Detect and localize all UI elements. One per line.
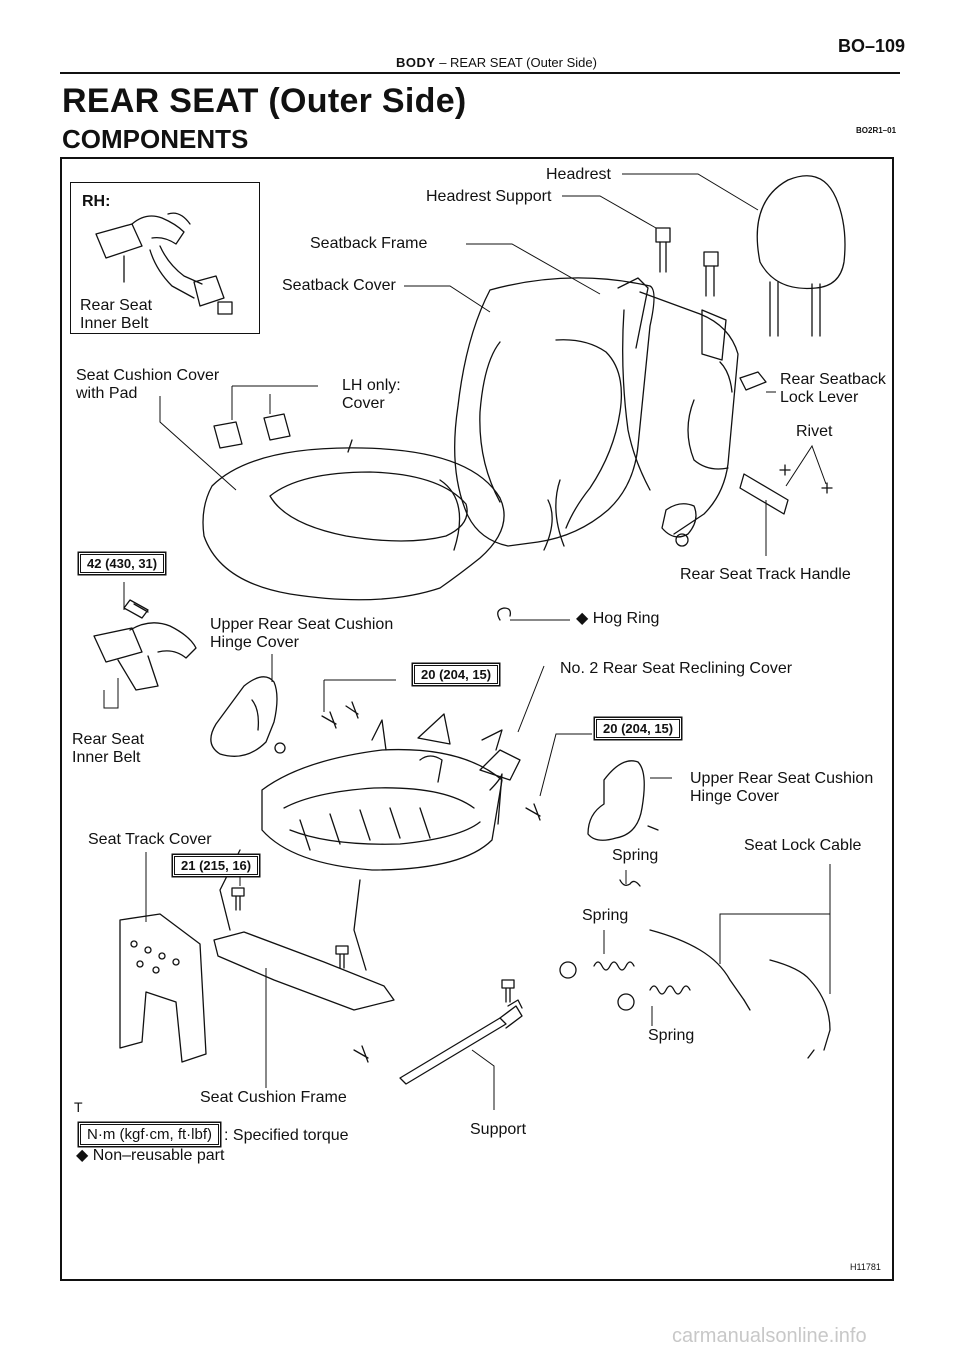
bolts-drawing (133, 603, 659, 1063)
label-rear-seat-inner-belt-1: Rear Seat (72, 731, 145, 748)
page-number: BO–109 (838, 36, 906, 56)
torque-spec-hinge-bolt-right: 20 (204, 15) (596, 719, 681, 738)
label-seat-cushion-cover-2: with Pad (76, 385, 138, 402)
label-rear-seat-track-handle: Rear Seat Track Handle (680, 566, 851, 583)
label-spring-2: Spring (582, 907, 629, 924)
label-upper-hinge-left-2: Hinge Cover (210, 634, 299, 651)
label-headrest: Headrest (546, 166, 611, 183)
seat-lock-cable-drawing (649, 929, 831, 1059)
page-subtitle: COMPONENTS (62, 124, 249, 154)
corner-letter: T (74, 1099, 83, 1115)
label-seat-track-cover: Seat Track Cover (88, 831, 212, 848)
label-upper-hinge-right-1: Upper Rear Seat Cushion (690, 770, 874, 787)
page-title: REAR SEAT (Outer Side) (62, 82, 467, 120)
support-drawing (399, 999, 523, 1085)
label-rear-seatback-lock-1: Rear Seatback (780, 371, 886, 388)
lower-belt-drawing (93, 599, 197, 691)
label-seatback-frame: Seatback Frame (310, 235, 428, 252)
diagram-frame (60, 157, 894, 1281)
inset-heading: RH: (82, 193, 111, 210)
label-lh-only-1: LH only: (342, 377, 401, 394)
label-upper-hinge-right-2: Hinge Cover (690, 788, 779, 805)
seatback-frame-drawing (617, 277, 739, 547)
label-spring-1: Spring (612, 847, 659, 864)
torque-spec-hinge-bolt-left: 20 (204, 15) (414, 665, 499, 684)
label-lh-only-2: Cover (342, 395, 385, 412)
legend-torque-text: : Specified torque (224, 1127, 349, 1144)
seat-cushion-frame-drawing (213, 719, 503, 1011)
headrest-drawing (756, 175, 846, 337)
subsection-name: REAR SEAT (Outer Side) (450, 55, 597, 70)
label-seatback-cover: Seatback Cover (282, 277, 396, 294)
watermark: carmanualsonline.info (672, 1325, 867, 1347)
section-separator: – (439, 55, 447, 70)
label-seat-cushion-frame: Seat Cushion Frame (200, 1089, 347, 1106)
seatback-cover-drawing (454, 277, 655, 551)
legend-non-reusable: ◆ Non–reusable part (76, 1147, 225, 1164)
label-rear-seatback-lock-2: Lock Lever (780, 389, 859, 406)
label-seat-cushion-cover-1: Seat Cushion Cover (76, 367, 220, 384)
label-seat-lock-cable: Seat Lock Cable (744, 837, 862, 854)
label-support: Support (470, 1121, 527, 1138)
torque-spec-belt-bolt: 42 (430, 31) (80, 554, 165, 573)
springs-drawing (559, 879, 691, 1011)
section-name: BODY (396, 55, 436, 70)
lh-cover-drawing (213, 413, 291, 449)
label-upper-hinge-left-1: Upper Rear Seat Cushion (210, 616, 394, 633)
inset-label-line2: Inner Belt (80, 315, 149, 332)
document-code: BO2R1–01 (856, 126, 897, 135)
torque-spec-track-bolt: 21 (215, 16) (174, 856, 259, 875)
headrest-support-drawing (655, 227, 719, 297)
rh-inset-box (70, 182, 260, 334)
label-spring-3: Spring (648, 1027, 695, 1044)
upper-hinge-cover-right-drawing (587, 760, 645, 841)
label-no2-reclining-cover: No. 2 Rear Seat Reclining Cover (560, 660, 793, 677)
seat-cushion-cover-drawing (202, 439, 505, 601)
legend-torque-unit: N·m (kgf·cm, ft·lbf) (80, 1124, 219, 1145)
leader-lines (103, 173, 831, 1110)
label-rivet: Rivet (796, 423, 833, 440)
upper-hinge-cover-left-drawing (210, 676, 286, 757)
reclining-cover-drawing (417, 713, 521, 781)
section-header: BODY – REAR SEAT (Outer Side) (396, 55, 597, 70)
label-headrest-support: Headrest Support (426, 188, 552, 205)
label-hog-ring: ◆ Hog Ring (576, 610, 660, 627)
inset-belt-drawing (95, 212, 233, 315)
figure-code: H11781 (850, 1262, 881, 1272)
header-rule (60, 72, 900, 74)
seat-track-cover-drawing (119, 913, 207, 1063)
lock-lever-drawing (739, 371, 833, 515)
inset-label-line1: Rear Seat (80, 297, 153, 314)
hog-ring-symbol (497, 607, 512, 621)
label-rear-seat-inner-belt-2: Inner Belt (72, 749, 141, 766)
